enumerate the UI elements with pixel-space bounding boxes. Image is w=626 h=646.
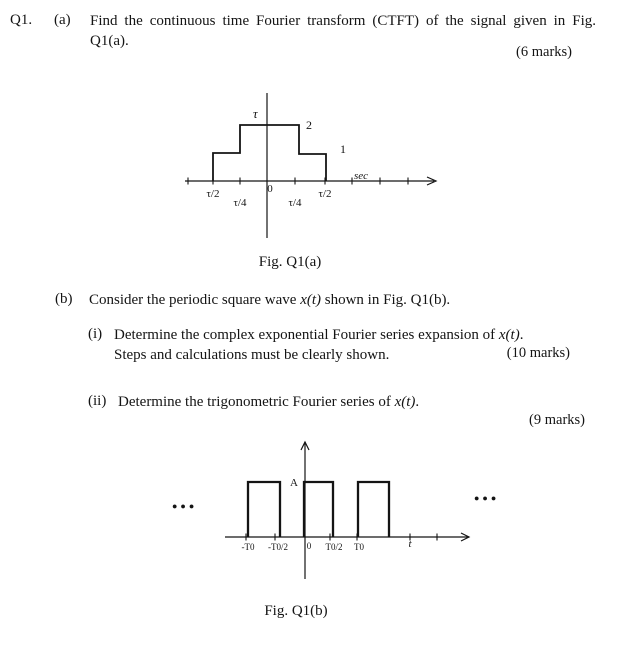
pulse-1 [246, 480, 282, 537]
fig-b-y-axis-arrow-icon [300, 440, 310, 451]
fig-b-tick-label-3: T0/2 [326, 542, 343, 552]
question-row-b-i: (i) Determine the complex exponential Fo… [88, 326, 570, 366]
fig-b-tick-label-0: -T0 [242, 542, 255, 552]
pulse-2 [302, 480, 335, 537]
fig-b-tick-label-4: T0 [354, 542, 364, 552]
part-a-text: Find the continuous time Fourier transfo… [90, 13, 596, 49]
fig-a-tick-label-3: τ/4 [289, 197, 302, 209]
part-b-text-suffix: shown in Fig. Q1(b). [321, 292, 451, 308]
part-b-i-text: Determine the complex exponential Fourie… [114, 326, 570, 366]
fig-a-level-2-label: 2 [306, 118, 312, 132]
part-b-i-label: (i) [88, 326, 103, 342]
fig-a-tick-label-4: τ/2 [319, 188, 332, 200]
part-b-ii-text-suffix: . [415, 394, 420, 410]
figure-q1a: τ 2 1 τ/2 τ/4 0 τ/4 τ/2 sec [150, 84, 450, 254]
part-b-i-marks: (10 marks) [506, 345, 570, 361]
figure-q1b: A -T0 -T0/2 0 T0/2 T0 t ●●● ●●● [158, 433, 508, 593]
fig-a-tick-label-1: τ/4 [234, 197, 247, 209]
fig-a-unit-label: sec [354, 170, 368, 182]
figure-q1b-svg: A -T0 -T0/2 0 T0/2 T0 t ●●● ●●● [172, 440, 499, 579]
part-b-ii-signal: x(t) [394, 394, 416, 410]
part-b-i-signal: x(t) [498, 327, 520, 343]
fig-b-axis-var-label: t [408, 538, 412, 550]
part-b-ii-label: (ii) [88, 393, 107, 409]
part-b-i-line2: Steps and calculations must be clearly s… [114, 346, 390, 363]
staircase-signal [212, 124, 327, 181]
fig-b-tick-label-1: -T0/2 [268, 542, 288, 552]
fig-b-caption: Fig. Q1(b) [264, 603, 328, 619]
fig-a-tick-label-0: τ/2 [207, 188, 220, 200]
ellipsis-left: ●●● [172, 501, 197, 511]
ellipsis-right: ●●● [474, 493, 499, 503]
part-b-ii-marks: (9 marks) [529, 412, 585, 428]
fig-a-tau-label: τ [253, 106, 259, 121]
part-b-ii-text: Determine the trigonometric Fourier seri… [118, 393, 419, 413]
fig-b-tick-label-2: 0 [307, 541, 312, 551]
part-b-ii-text-prefix: Determine the trigonometric Fourier seri… [118, 394, 395, 410]
figure-q1a-svg: τ 2 1 τ/2 τ/4 0 τ/4 τ/2 sec [185, 93, 438, 238]
part-b-i-line1-suffix: . [519, 327, 524, 343]
part-b-signal: x(t) [300, 292, 322, 308]
square-wave-signal [246, 480, 391, 537]
fig-a-caption: Fig. Q1(a) [258, 254, 322, 270]
fig-b-amplitude-label: A [290, 477, 298, 489]
part-b-label: (b) [55, 291, 73, 307]
part-b-i-line1: Determine the complex exponential Fourie… [114, 326, 570, 346]
fig-a-ticks [187, 177, 409, 185]
part-b-text: Consider the periodic square wave x(t) s… [89, 291, 450, 311]
question-row-b-ii: (ii) Determine the trigonometric Fourier… [88, 393, 588, 413]
part-b-i-line1-prefix: Determine the complex exponential Fourie… [114, 327, 499, 343]
pulse-3 [356, 480, 391, 537]
question-row-b: (b) Consider the periodic square wave x(… [55, 291, 595, 311]
fig-a-tick-label-2: 0 [267, 183, 273, 195]
question-number: Q1. [10, 12, 33, 28]
fig-b-x-axis-arrow-icon [460, 532, 471, 542]
part-a-label: (a) [54, 12, 71, 28]
part-b-text-prefix: Consider the periodic square wave [89, 292, 301, 308]
part-a-marks: (6 marks) [516, 44, 572, 60]
question-row-a: Q1. (a) Find the continuous time Fourier… [10, 12, 596, 52]
fig-a-x-axis-arrow-icon [426, 176, 438, 186]
fig-a-level-1-label: 1 [340, 142, 346, 156]
